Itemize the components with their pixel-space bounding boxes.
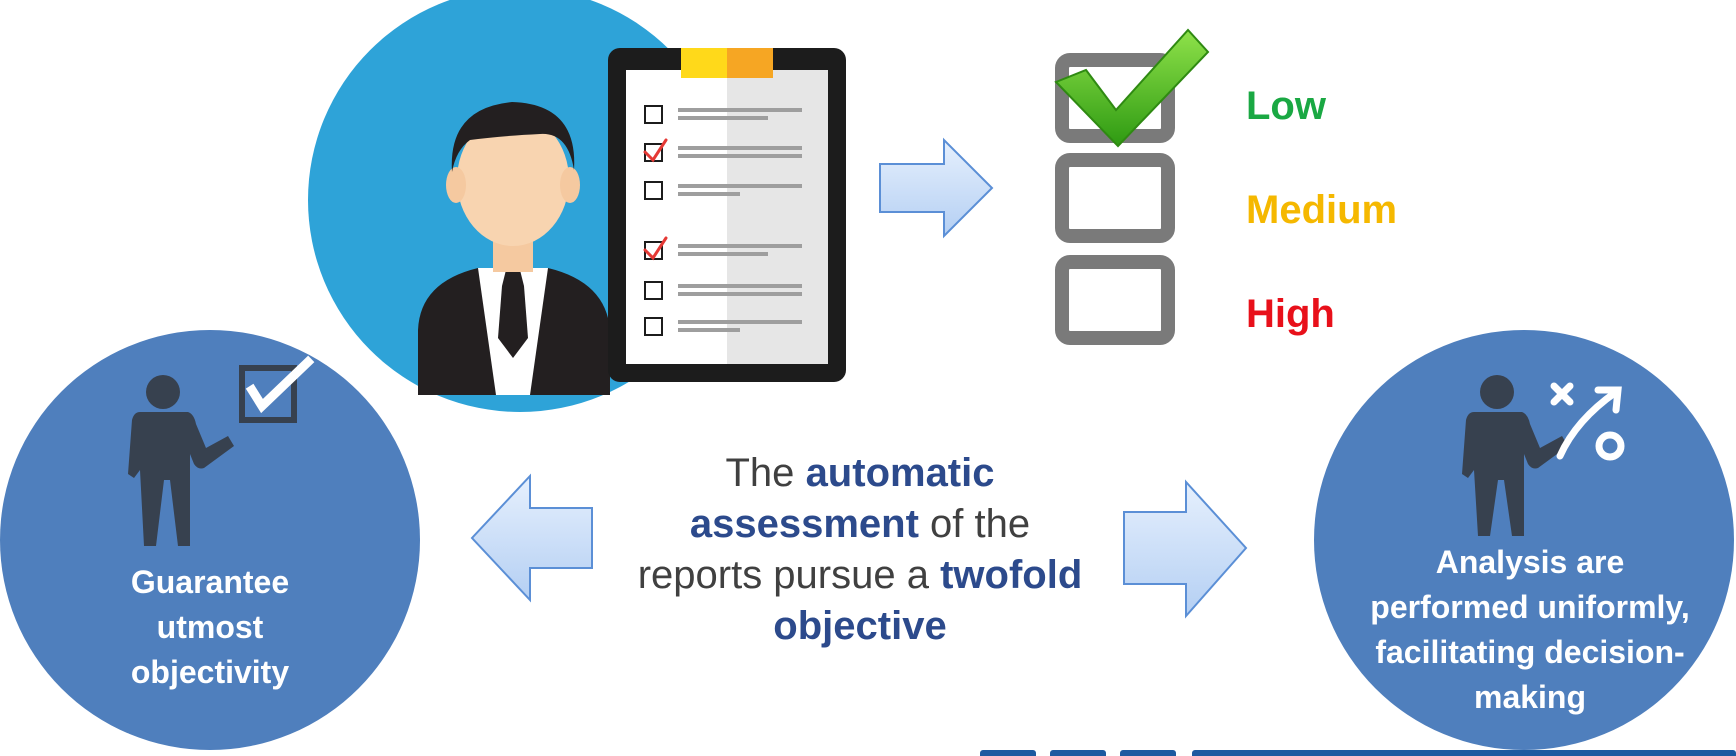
level-label-medium: Medium: [1246, 188, 1398, 232]
right-line-3: facilitating decision-: [1375, 634, 1685, 670]
word-automatic: automatic: [805, 451, 995, 495]
center-statement: The automatic assessment of the reports …: [600, 448, 1120, 652]
left-line-3: objectivity: [130, 654, 290, 690]
presenter-icon: [128, 375, 234, 546]
right-objective-circle: [1314, 330, 1734, 750]
bottom-tab-strip: [980, 750, 1736, 756]
left-line-1: Guarantee: [130, 564, 290, 600]
level-label-low: Low: [1246, 84, 1326, 128]
checkmark-icon: [1054, 28, 1210, 148]
word-of-the: of the: [930, 502, 1031, 546]
bottom-tab-2: [1050, 750, 1106, 756]
right-line-2: performed uniformly,: [1370, 589, 1690, 625]
checkbox-medium: [1055, 153, 1175, 243]
word-reports-pursue: reports pursue a: [637, 553, 929, 597]
board-check-icon: [239, 355, 315, 423]
right-line-1: Analysis are: [1435, 544, 1625, 580]
left-objective-circle: [0, 330, 420, 750]
left-line-2: utmost: [156, 609, 264, 645]
arrow-right-top: [879, 137, 994, 239]
arrow-right-bottom: [1123, 479, 1248, 619]
bottom-tab-1: [980, 750, 1036, 756]
word-assessment: assessment: [689, 502, 919, 546]
bottom-tab-3: [1120, 750, 1176, 756]
level-label-high: High: [1246, 292, 1335, 336]
word-twofold: twofold: [940, 553, 1083, 597]
right-circle-text: Analysis are performed uniformly, facili…: [1320, 540, 1736, 720]
checkbox-high: [1055, 255, 1175, 345]
left-circle-text: Guarantee utmost objectivity: [60, 560, 360, 695]
arrow-left: [470, 473, 593, 603]
word-objective: objective: [773, 604, 947, 648]
person-icon: [418, 102, 610, 395]
strategy-icon: [1462, 375, 1625, 536]
bottom-tab-4: [1192, 750, 1736, 756]
level-checkboxes: [1054, 28, 1210, 345]
word-the: The: [725, 451, 795, 495]
clipboard-icon: [608, 48, 846, 382]
right-line-4: making: [1473, 679, 1587, 715]
